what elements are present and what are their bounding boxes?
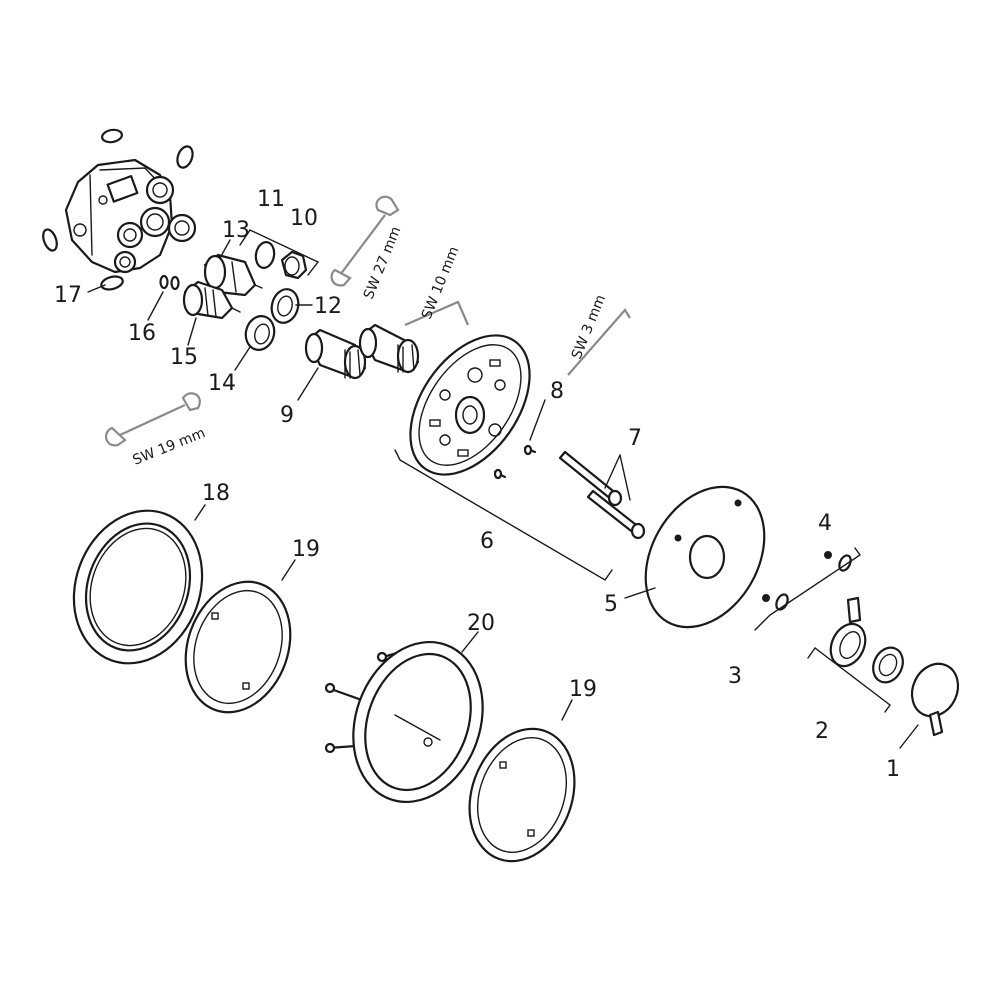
callout-3: 3 bbox=[728, 664, 742, 689]
leader-13 bbox=[219, 239, 231, 259]
bracket-10-11 bbox=[239, 229, 320, 276]
leader-19-upper bbox=[281, 559, 296, 581]
part-6-mounting-plate[interactable] bbox=[386, 314, 554, 497]
callout-1: 1 bbox=[886, 757, 900, 782]
callout-13: 13 bbox=[222, 218, 250, 243]
part-12-ring[interactable] bbox=[268, 286, 302, 326]
part-16-o-rings[interactable] bbox=[159, 274, 180, 291]
callout-6: 6 bbox=[480, 529, 494, 554]
hexkey-10-icon bbox=[404, 300, 470, 327]
leader-8 bbox=[529, 399, 546, 441]
callout-2: 2 bbox=[815, 719, 829, 744]
part-20-extension-ring[interactable] bbox=[324, 624, 504, 821]
part-3-ring[interactable] bbox=[762, 593, 790, 612]
bracket-2 bbox=[807, 647, 891, 713]
part-15-cartridge-spline[interactable] bbox=[182, 280, 241, 320]
part-19-ring-lower[interactable] bbox=[452, 714, 592, 876]
label-sw-19: SW 19 mm bbox=[131, 425, 208, 469]
leader-14 bbox=[234, 346, 251, 371]
part-2-handle-adapter[interactable] bbox=[824, 596, 908, 687]
part-19-ring-upper[interactable] bbox=[168, 567, 308, 727]
part-14-ring[interactable] bbox=[242, 313, 278, 353]
leader-5 bbox=[624, 587, 656, 599]
leader-15 bbox=[187, 317, 197, 346]
leader-7 bbox=[604, 454, 631, 501]
leader-20 bbox=[461, 631, 479, 653]
callout-14: 14 bbox=[208, 371, 236, 396]
part-9-spline-adapter-2[interactable] bbox=[358, 323, 420, 374]
part-10-nut[interactable] bbox=[280, 250, 308, 280]
part-18-trim-ring[interactable] bbox=[53, 492, 223, 681]
part-1-handle[interactable] bbox=[904, 656, 967, 737]
callout-4: 4 bbox=[818, 511, 832, 536]
part-8-screws[interactable] bbox=[493, 444, 537, 480]
leader-16 bbox=[147, 291, 164, 321]
label-sw-27: SW 27 mm bbox=[361, 224, 405, 301]
part-17-valve-body[interactable] bbox=[41, 128, 197, 291]
part-7-bolts[interactable] bbox=[558, 450, 646, 540]
callout-12: 12 bbox=[314, 294, 342, 319]
part-11-o-ring[interactable] bbox=[254, 241, 276, 270]
bracket-6 bbox=[394, 449, 613, 581]
callout-8: 8 bbox=[550, 379, 564, 404]
leader-19-lower bbox=[561, 699, 573, 721]
leader-17 bbox=[87, 284, 106, 293]
wrench-27-icon bbox=[330, 195, 400, 287]
leader-1 bbox=[899, 724, 919, 749]
callout-7: 7 bbox=[628, 426, 642, 451]
hexkey-3-icon bbox=[567, 308, 631, 376]
callout-9: 9 bbox=[280, 403, 294, 428]
callout-10: 10 bbox=[290, 206, 318, 231]
callout-20: 20 bbox=[467, 611, 495, 636]
callout-19-lower: 19 bbox=[569, 677, 597, 702]
leader-18 bbox=[194, 504, 206, 521]
part-9-spline-adapter[interactable] bbox=[304, 328, 367, 380]
wrench-19-icon bbox=[104, 392, 201, 447]
callout-11: 11 bbox=[257, 187, 285, 212]
callout-18: 18 bbox=[202, 481, 230, 506]
callout-15: 15 bbox=[170, 345, 198, 370]
callout-17: 17 bbox=[54, 283, 82, 308]
leader-9 bbox=[297, 367, 319, 401]
callout-16: 16 bbox=[128, 321, 156, 346]
part-5-escutcheon-plate[interactable] bbox=[622, 466, 789, 649]
callout-19-upper: 19 bbox=[292, 537, 320, 562]
callout-5: 5 bbox=[604, 592, 618, 617]
bracket-3 bbox=[754, 547, 861, 631]
